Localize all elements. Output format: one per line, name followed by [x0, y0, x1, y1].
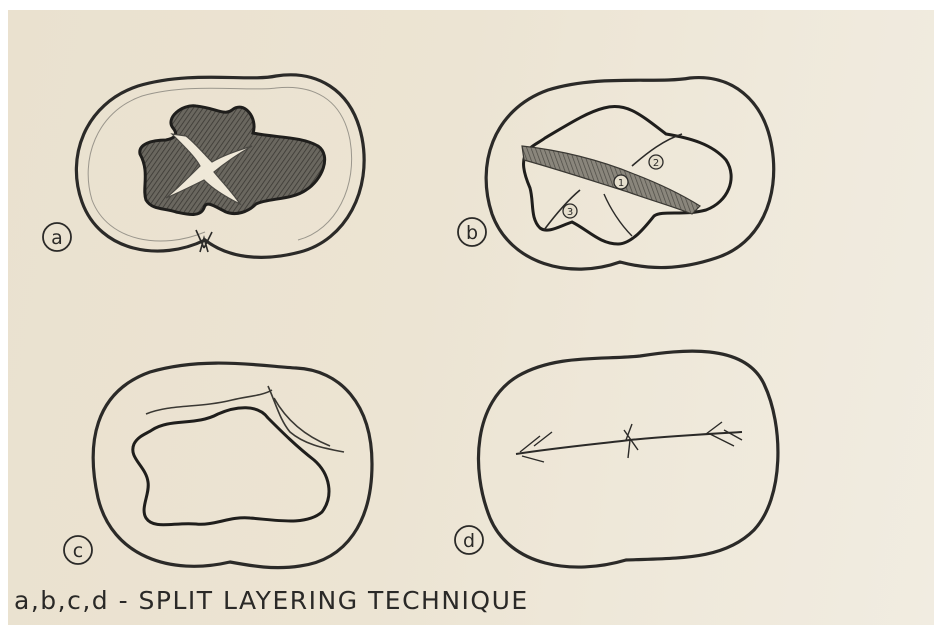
figure-d: d [455, 351, 778, 567]
figure-a-label: a [51, 227, 63, 249]
figure-d-label: d [463, 530, 475, 552]
fissure-branches-d [520, 422, 742, 462]
figure-c-label: c [73, 540, 83, 562]
layer-3-number: 3 [567, 207, 573, 218]
figure-a: a [43, 75, 364, 257]
tooth-outline-d [478, 351, 777, 567]
tooth-outline-c [93, 363, 372, 568]
layer-2-number: 2 [653, 158, 659, 169]
enamel-margin-c [146, 386, 344, 452]
layer-1-number: 1 [618, 178, 624, 189]
caption: a,b,c,d - SPLIT LAYERING TECHNIQUE [14, 586, 529, 615]
layer-line-4 [604, 194, 632, 236]
restoration-c [133, 408, 329, 525]
figure-b: 1 2 3 b [458, 78, 774, 270]
figure-c: c [64, 363, 372, 568]
figure-b-label: b [466, 222, 478, 244]
layer-band-1 [522, 146, 700, 214]
